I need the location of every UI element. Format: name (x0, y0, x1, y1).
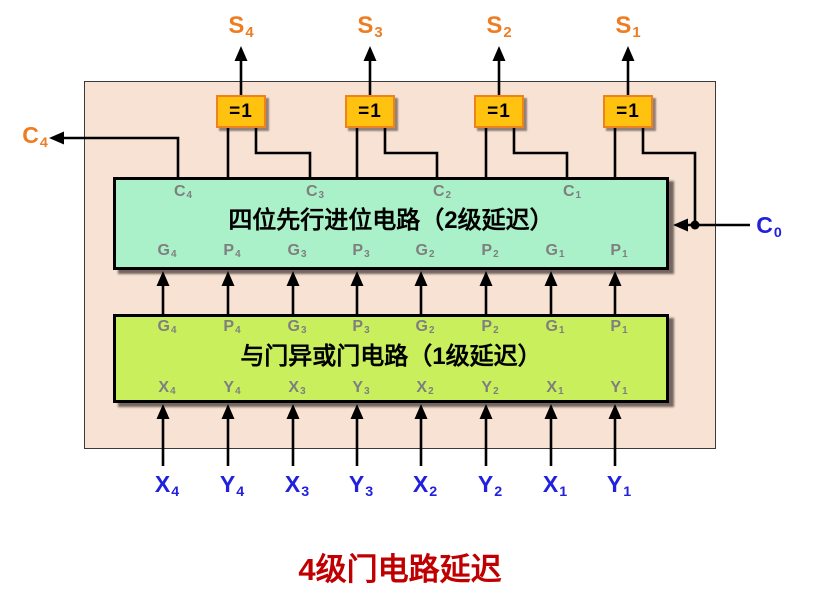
input-label-y3: Y3 (348, 471, 374, 500)
input-label-y2: Y2 (477, 471, 503, 500)
gp-port-p2-top: P2 (481, 318, 499, 337)
gp-port-x2: X2 (416, 379, 434, 398)
cla-port-p1: P1 (610, 242, 628, 261)
cla-port-g1: G1 (545, 242, 565, 261)
sum-label-s4: S4 (228, 12, 254, 41)
gp-port-p3-top: P3 (352, 318, 370, 337)
input-label-x3: X3 (284, 471, 310, 500)
cla-port-c2: C2 (432, 183, 452, 202)
diagram-caption: 4级门电路延迟 (298, 552, 502, 587)
gp-port-g1-top: G1 (545, 318, 565, 337)
xor-gate-s4: =1 (216, 95, 266, 128)
cla-port-p2: P2 (481, 242, 499, 261)
carry-out-label: C4 (22, 122, 48, 151)
cla-port-g3: G3 (287, 242, 307, 261)
sum-label-s3: S3 (357, 12, 383, 41)
input-label-y1: Y1 (606, 471, 632, 500)
input-label-x1: X1 (542, 471, 568, 500)
cla-port-c3: C3 (305, 183, 325, 202)
cla-port-g2: G2 (415, 242, 435, 261)
gp-port-g2-top: G2 (415, 318, 435, 337)
gp-port-p4-top: P4 (223, 318, 241, 337)
xor-gate-s1: =1 (603, 95, 653, 128)
sum-label-s1: S1 (615, 12, 641, 41)
gp-generator-box (113, 314, 669, 403)
input-label-x2: X2 (412, 471, 438, 500)
cla-port-p4: P4 (223, 242, 241, 261)
carry-lookahead-box (113, 177, 669, 270)
gp-port-x4: X4 (158, 379, 176, 398)
cla-port-p3: P3 (352, 242, 370, 261)
input-label-y4: Y4 (219, 471, 245, 500)
cla-port-c4: C4 (173, 183, 193, 202)
xor-gate-s3: =1 (345, 95, 395, 128)
sum-label-s2: S2 (486, 12, 512, 41)
carry-out-arrowhead (49, 131, 64, 145)
gp-port-y3: Y3 (352, 379, 370, 398)
gp-port-y1: Y1 (610, 379, 628, 398)
cla-port-c1: C1 (562, 183, 582, 202)
gp-port-x1: X1 (546, 379, 564, 398)
xor-gate-s2: =1 (474, 95, 524, 128)
input-label-x4: X4 (154, 471, 180, 500)
gp-port-y2: Y2 (481, 379, 499, 398)
cla-box-title: 四位先行进位电路（2级延迟） (228, 207, 554, 234)
gp-port-p1-top: P1 (610, 318, 628, 337)
gp-port-g3-top: G3 (287, 318, 307, 337)
gp-port-g4-top: G4 (157, 318, 177, 337)
gp-box-title: 与门异或门电路（1级延迟） (240, 343, 542, 370)
cla-port-g4: G4 (157, 242, 177, 261)
gp-port-y4: Y4 (223, 379, 241, 398)
gp-port-x3: X3 (288, 379, 306, 398)
carry-in-label: C0 (756, 212, 782, 241)
